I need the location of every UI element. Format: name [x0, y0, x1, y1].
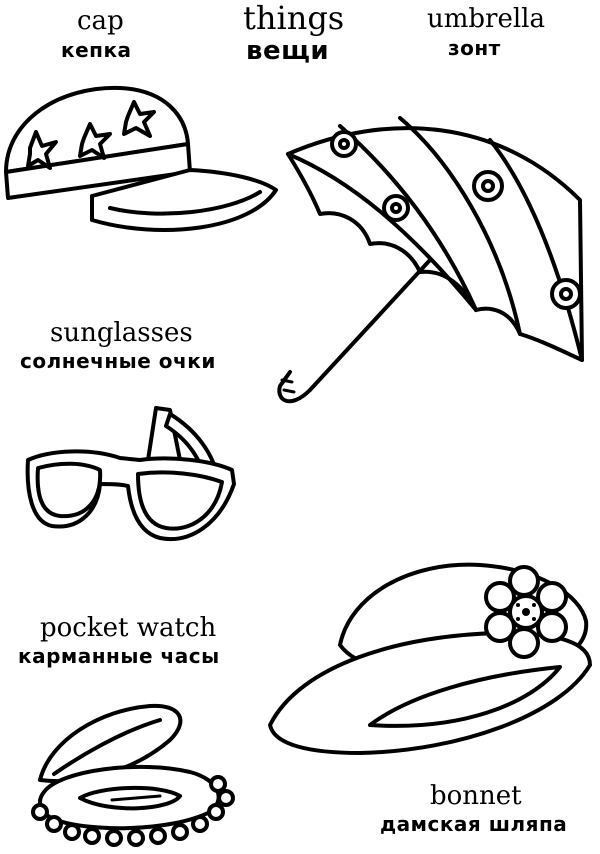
- pocket-watch-label-ru: карманные часы: [18, 644, 220, 668]
- cap-label-ru: кепка: [61, 38, 132, 62]
- page-title: things: [243, 0, 345, 37]
- page-title-ru: вещи: [246, 36, 330, 66]
- umbrella-label: umbrella: [427, 4, 545, 34]
- bonnet-icon: [268, 562, 592, 755]
- bonnet-label: bonnet: [430, 781, 522, 811]
- pocket-watch-label: pocket watch: [40, 613, 217, 643]
- pocket-watch-icon: [31, 703, 235, 847]
- cap-icon: [4, 85, 278, 232]
- sunglasses-label: sunglasses: [50, 318, 193, 348]
- bonnet-label-ru: дамская шляпа: [380, 812, 568, 836]
- umbrella-label-ru: зонт: [448, 36, 501, 60]
- umbrella-icon: [277, 116, 584, 404]
- sunglasses-label-ru: солнечные очки: [20, 349, 216, 373]
- cap-label: cap: [77, 6, 124, 36]
- sunglasses-icon: [25, 406, 236, 541]
